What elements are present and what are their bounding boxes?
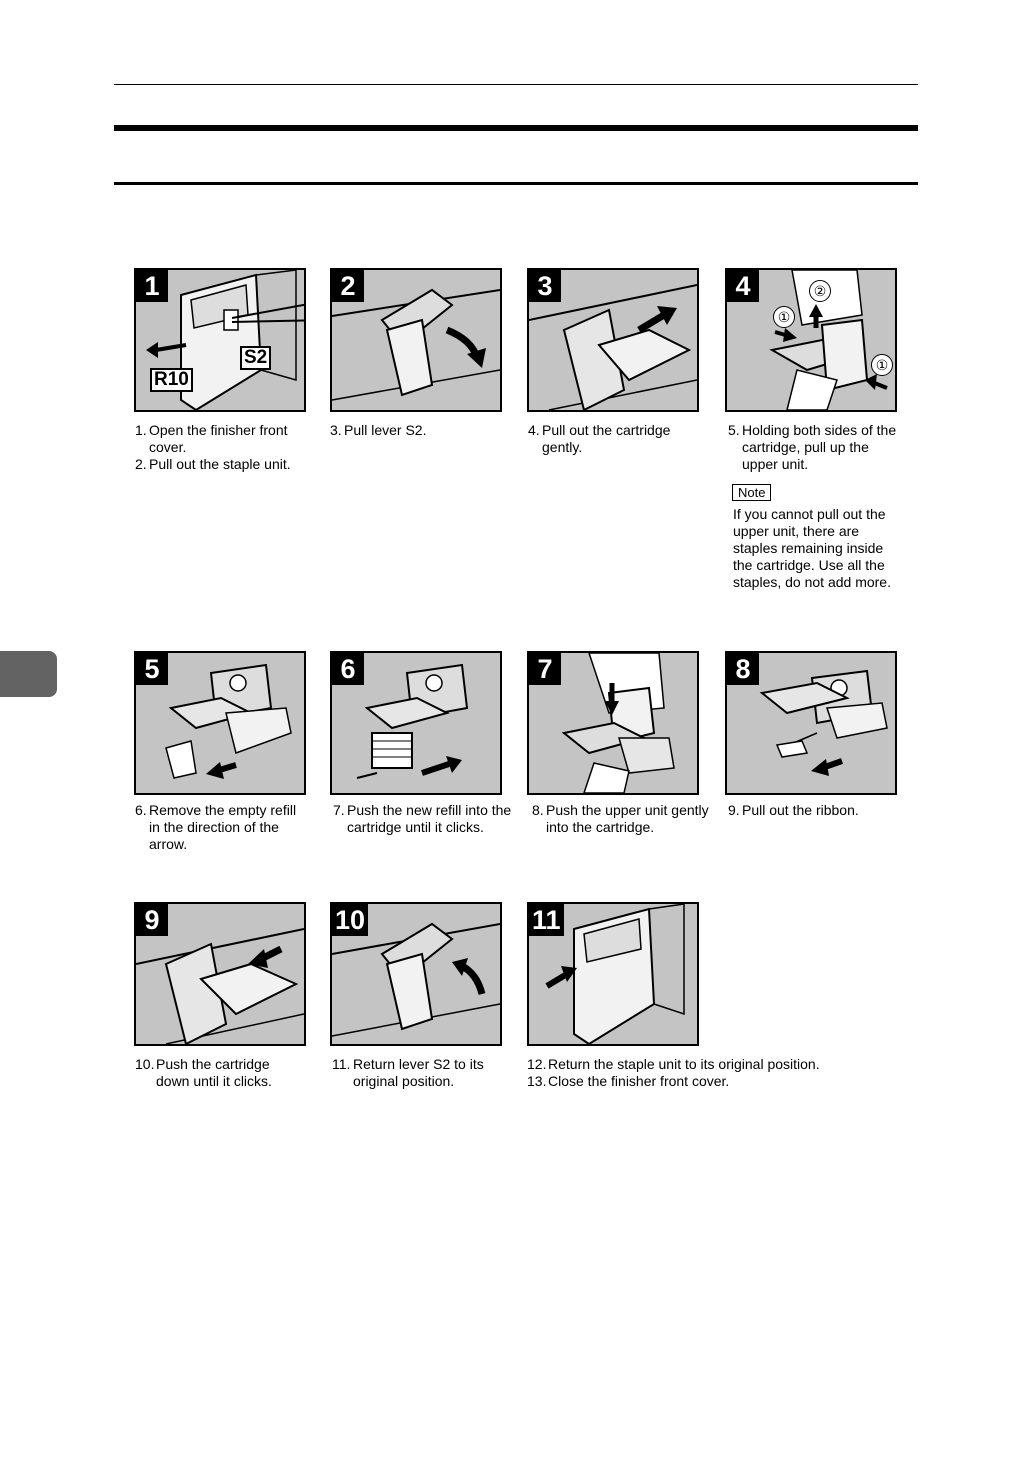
illustration-panel-6: 6 [330,651,502,795]
step-item: 10.Push the cartridge down until it clic… [135,1056,300,1090]
step-item: 9.Pull out the ribbon. [728,802,903,819]
callout-2: ② [809,280,831,302]
step-item: 7.Push the new refill into the cartridge… [333,802,518,836]
illustration-panel-9: 9 [134,902,306,1046]
step-badge: 9 [136,904,168,936]
step-item: 6.Remove the empty refill in the directi… [135,802,305,853]
step-item: 2.Pull out the staple unit. [135,456,305,473]
caption-panel-4: 5.Holding both sides of the cartridge, p… [728,422,903,473]
caption-panel-11: 12.Return the staple unit to its origina… [527,1056,847,1090]
caption-panel-1: 1.Open the finisher front cover. 2.Pull … [135,422,305,473]
header-rule-thin [114,84,918,85]
callout-1-right: ① [871,354,893,376]
illustration-panel-1: 1 R10 S2 [134,268,306,412]
caption-panel-7: 8.Push the upper unit gently into the ca… [532,802,712,836]
step-badge: 4 [727,270,759,302]
callout-1-left: ① [773,306,795,328]
step-item: 1.Open the finisher front cover. [135,422,305,456]
caption-panel-10: 11.Return lever S2 to its original posit… [332,1056,502,1090]
note-text: If you cannot pull out the upper unit, t… [733,506,893,591]
illustration-panel-4: 4 ① ② ① [725,268,897,412]
illustration-panel-2: 2 [330,268,502,412]
section-rule-thick [114,125,918,131]
step-badge: 6 [332,653,364,685]
caption-panel-3: 4.Pull out the cartridge gently. [528,422,698,456]
step-badge: 10 [332,904,368,936]
step-badge: 2 [332,270,364,302]
illustration-panel-10: 10 [330,902,502,1046]
step-item: 5.Holding both sides of the cartridge, p… [728,422,903,473]
step-badge: 7 [529,653,561,685]
step-item: 12.Return the staple unit to its origina… [527,1056,847,1073]
illustration-panel-3: 3 [527,268,699,412]
step-item: 8.Push the upper unit gently into the ca… [532,802,712,836]
section-rule-bottom [114,182,918,185]
caption-panel-5: 6.Remove the empty refill in the directi… [135,802,305,853]
caption-panel-2: 3.Pull lever S2. [330,422,500,439]
step-item: 11.Return lever S2 to its original posit… [332,1056,502,1090]
illustration-panel-5: 5 [134,651,306,795]
step-badge: 8 [727,653,759,685]
caption-panel-9: 10.Push the cartridge down until it clic… [135,1056,300,1090]
chapter-tab [0,651,57,697]
caption-panel-6: 7.Push the new refill into the cartridge… [333,802,518,836]
caption-panel-8: 9.Pull out the ribbon. [728,802,903,819]
step-item: 4.Pull out the cartridge gently. [528,422,698,456]
illustration-panel-8: 8 [725,651,897,795]
illustration-panel-11: 11 [527,902,699,1046]
illustration-panel-7: 7 [527,651,699,795]
step-badge: 3 [529,270,561,302]
step-badge: 1 [136,270,168,302]
label-r10: R10 [150,368,193,392]
note-label: Note [732,484,771,501]
step-item: 13.Close the finisher front cover. [527,1073,847,1090]
label-s2: S2 [240,346,271,370]
step-badge: 11 [529,904,564,936]
step-item: 3.Pull lever S2. [330,422,500,439]
step-badge: 5 [136,653,168,685]
